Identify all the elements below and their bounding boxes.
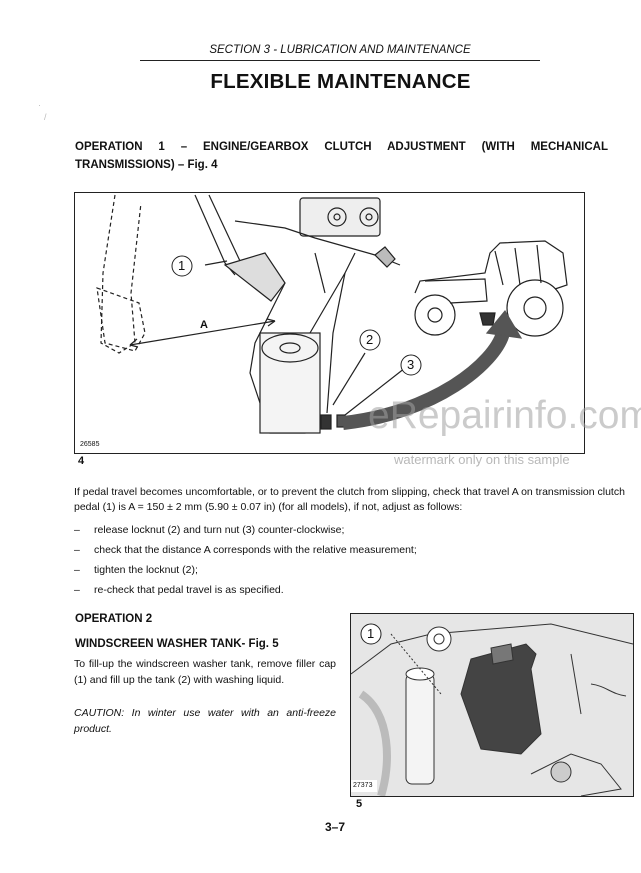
fig5-callout-1: 1	[367, 626, 375, 641]
washer-tank-drawing	[351, 614, 633, 796]
list-dash: –	[74, 524, 80, 536]
callout-3: 3	[407, 357, 415, 372]
clutch-adjustment-drawing	[96, 194, 568, 434]
watermark-main: eRepairinfo.com	[368, 394, 641, 437]
header-divider	[140, 60, 540, 61]
list-item: – check that the distance A corresponds …	[74, 544, 614, 564]
scan-mark: ·	[38, 100, 41, 110]
scan-mark: /	[44, 112, 47, 122]
operation-2-heading: OPERATION 2	[75, 613, 153, 625]
figure-4-illustration: 1 2 3 A 26585	[74, 192, 585, 454]
list-item: – re-check that pedal travel is as speci…	[74, 584, 614, 604]
list-item-text: re-check that pedal travel is as specifi…	[94, 584, 284, 596]
list-dash: –	[74, 564, 80, 576]
list-item-text: tighten the locknut (2);	[94, 564, 198, 576]
callout-2: 2	[366, 332, 374, 347]
adjustment-steps-list: – release locknut (2) and turn nut (3) c…	[74, 524, 614, 604]
operation-1-heading: OPERATION 1 – ENGINE/GEARBOX CLUTCH ADJU…	[75, 141, 608, 171]
washer-tank-paragraph: To fill-up the windscreen washer tank, r…	[74, 658, 336, 686]
list-dash: –	[74, 544, 80, 556]
page-title: FLEXIBLE MAINTENANCE	[210, 70, 471, 93]
page-number: 3–7	[325, 820, 346, 834]
operation-2-subheading: WINDSCREEN WASHER TANK- Fig. 5	[75, 638, 279, 650]
section-header: SECTION 3 - LUBRICATION AND MAINTENANCE	[209, 44, 471, 56]
callout-1: 1	[178, 258, 186, 273]
watermark-sub: watermark only on this sample	[394, 452, 570, 467]
list-item: – release locknut (2) and turn nut (3) c…	[74, 524, 614, 544]
figure-4-number: 4	[78, 455, 85, 467]
figure-5-illustration: 1 27373	[350, 613, 634, 797]
list-item-text: check that the distance A corresponds wi…	[94, 544, 417, 556]
list-item: – tighten the locknut (2);	[74, 564, 614, 584]
instruction-paragraph: If pedal travel becomes uncomfortable, o…	[74, 486, 625, 513]
figure-5-number: 5	[356, 798, 363, 810]
figure-5-code: 27373	[353, 782, 373, 789]
list-dash: –	[74, 584, 80, 596]
figure-4-code: 26585	[80, 441, 100, 448]
dimension-label-a: A	[200, 319, 208, 331]
list-item-text: release locknut (2) and turn nut (3) cou…	[94, 524, 345, 536]
caution-note: CAUTION: In winter use water with an ant…	[74, 707, 336, 735]
